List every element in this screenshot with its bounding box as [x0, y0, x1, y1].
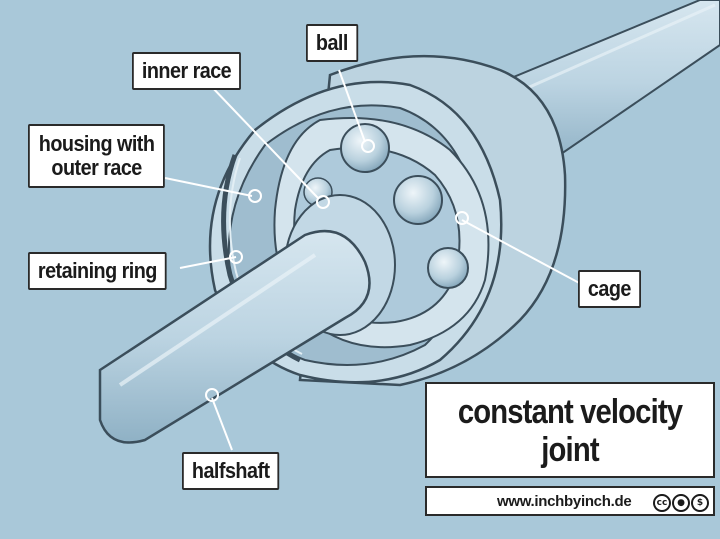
housing-label-line1: housing with [38, 131, 155, 156]
title-box: constant velocity joint [425, 382, 715, 478]
title-line1: constant velocity [457, 393, 683, 431]
target-dots [205, 139, 469, 402]
ball-leader [338, 69, 366, 143]
ball-3 [427, 247, 469, 289]
halfshaft-leader [211, 397, 233, 451]
halfshaft-label: halfshaft [182, 452, 280, 490]
ball-1 [340, 123, 390, 173]
retaining-ring-leader [179, 256, 237, 269]
cc-icon: cc [653, 494, 671, 512]
balls [303, 123, 469, 289]
housing-leader [164, 177, 253, 197]
inner-race-label: inner race [132, 52, 242, 90]
leader-lines [164, 69, 584, 451]
ball-2 [393, 175, 443, 225]
title-line2: joint [541, 431, 599, 469]
halfshaft [98, 229, 371, 444]
inner-race-leader [209, 84, 319, 199]
retaining-ring-label: retaining ring [28, 252, 167, 290]
nc-icon: $ [691, 494, 709, 512]
by-icon: ● [672, 494, 690, 512]
ball-label: ball [306, 24, 358, 62]
credit-box: www.inchbyinch.de cc●$ [425, 486, 715, 516]
cage-label: cage [578, 270, 641, 308]
cage-leader [461, 219, 584, 286]
license-icons: cc●$ [653, 492, 710, 512]
credit-url[interactable]: www.inchbyinch.de [497, 493, 632, 510]
housing-label-line2: outer race [51, 155, 142, 180]
housing-with-outer-race-label: housing with outer race [28, 124, 166, 188]
